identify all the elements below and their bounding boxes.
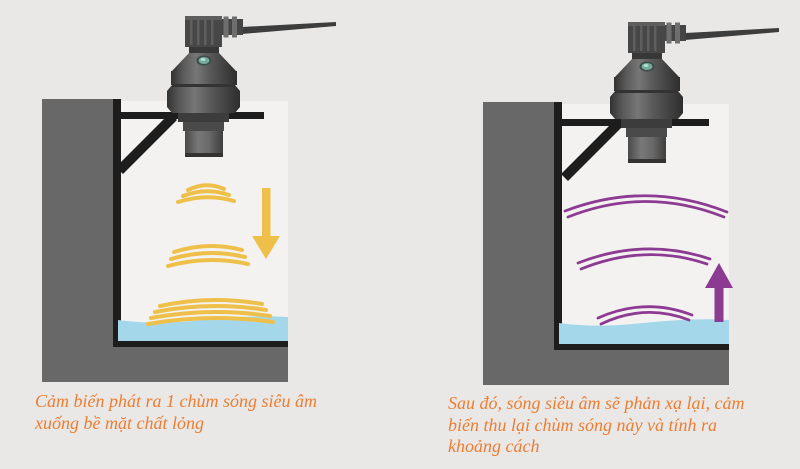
left-caption-line-2: xuống bề mặt chất lỏng [35, 412, 204, 433]
down-arrow [252, 188, 280, 259]
left-caption: Cảm biến phát ra 1 chùm sóng siêu âm xuố… [35, 391, 317, 434]
emitted-wave-set-1 [176, 183, 236, 204]
up-arrow-shaft [714, 288, 724, 322]
right-tank [483, 102, 729, 385]
down-arrow-head [252, 236, 280, 259]
wave-arc [146, 315, 275, 326]
left-caption-line-1: Cảm biến phát ra 1 chùm sóng siêu âm [35, 391, 317, 411]
wave-arc [599, 311, 691, 326]
up-arrow [705, 263, 733, 322]
wave-arc [158, 297, 264, 308]
left-diagram [42, 16, 336, 382]
wave-arc [172, 243, 244, 254]
wave-arc [576, 247, 712, 265]
wave-arc [149, 309, 272, 320]
wave-arc [563, 194, 729, 214]
wave-arc [579, 253, 709, 271]
right-caption-line-1: Sau đó, sóng siêu âm sẽ phản xạ lại, cảm [448, 393, 745, 413]
emitted-wave-set-3 [146, 297, 275, 326]
wave-arc [169, 250, 247, 261]
wave-arc [181, 189, 231, 198]
right-caption: Sau đó, sóng siêu âm sẽ phản xạ lại, cảm… [448, 393, 744, 458]
right-caption-line-3: khoảng cách [448, 436, 540, 456]
wave-arc [176, 195, 236, 204]
right-diagram [483, 22, 779, 385]
wave-arc [166, 258, 250, 268]
up-arrow-head [705, 263, 733, 288]
right-caption-line-2: biến thu lại chùm sóng này và tính ra [448, 414, 717, 435]
wave-arc [153, 303, 268, 314]
diagram-canvas [42, 16, 779, 385]
reflected-wave-set-2 [576, 247, 712, 271]
down-arrow-shaft [262, 188, 271, 237]
emitted-wave-set-2 [166, 243, 250, 268]
wave-arc [566, 200, 726, 219]
reflected-wave-set-3 [596, 305, 694, 326]
wave-arc [186, 183, 226, 192]
reflected-wave-set-1 [563, 194, 729, 219]
wave-arc [596, 305, 694, 320]
left-tank [42, 99, 288, 382]
